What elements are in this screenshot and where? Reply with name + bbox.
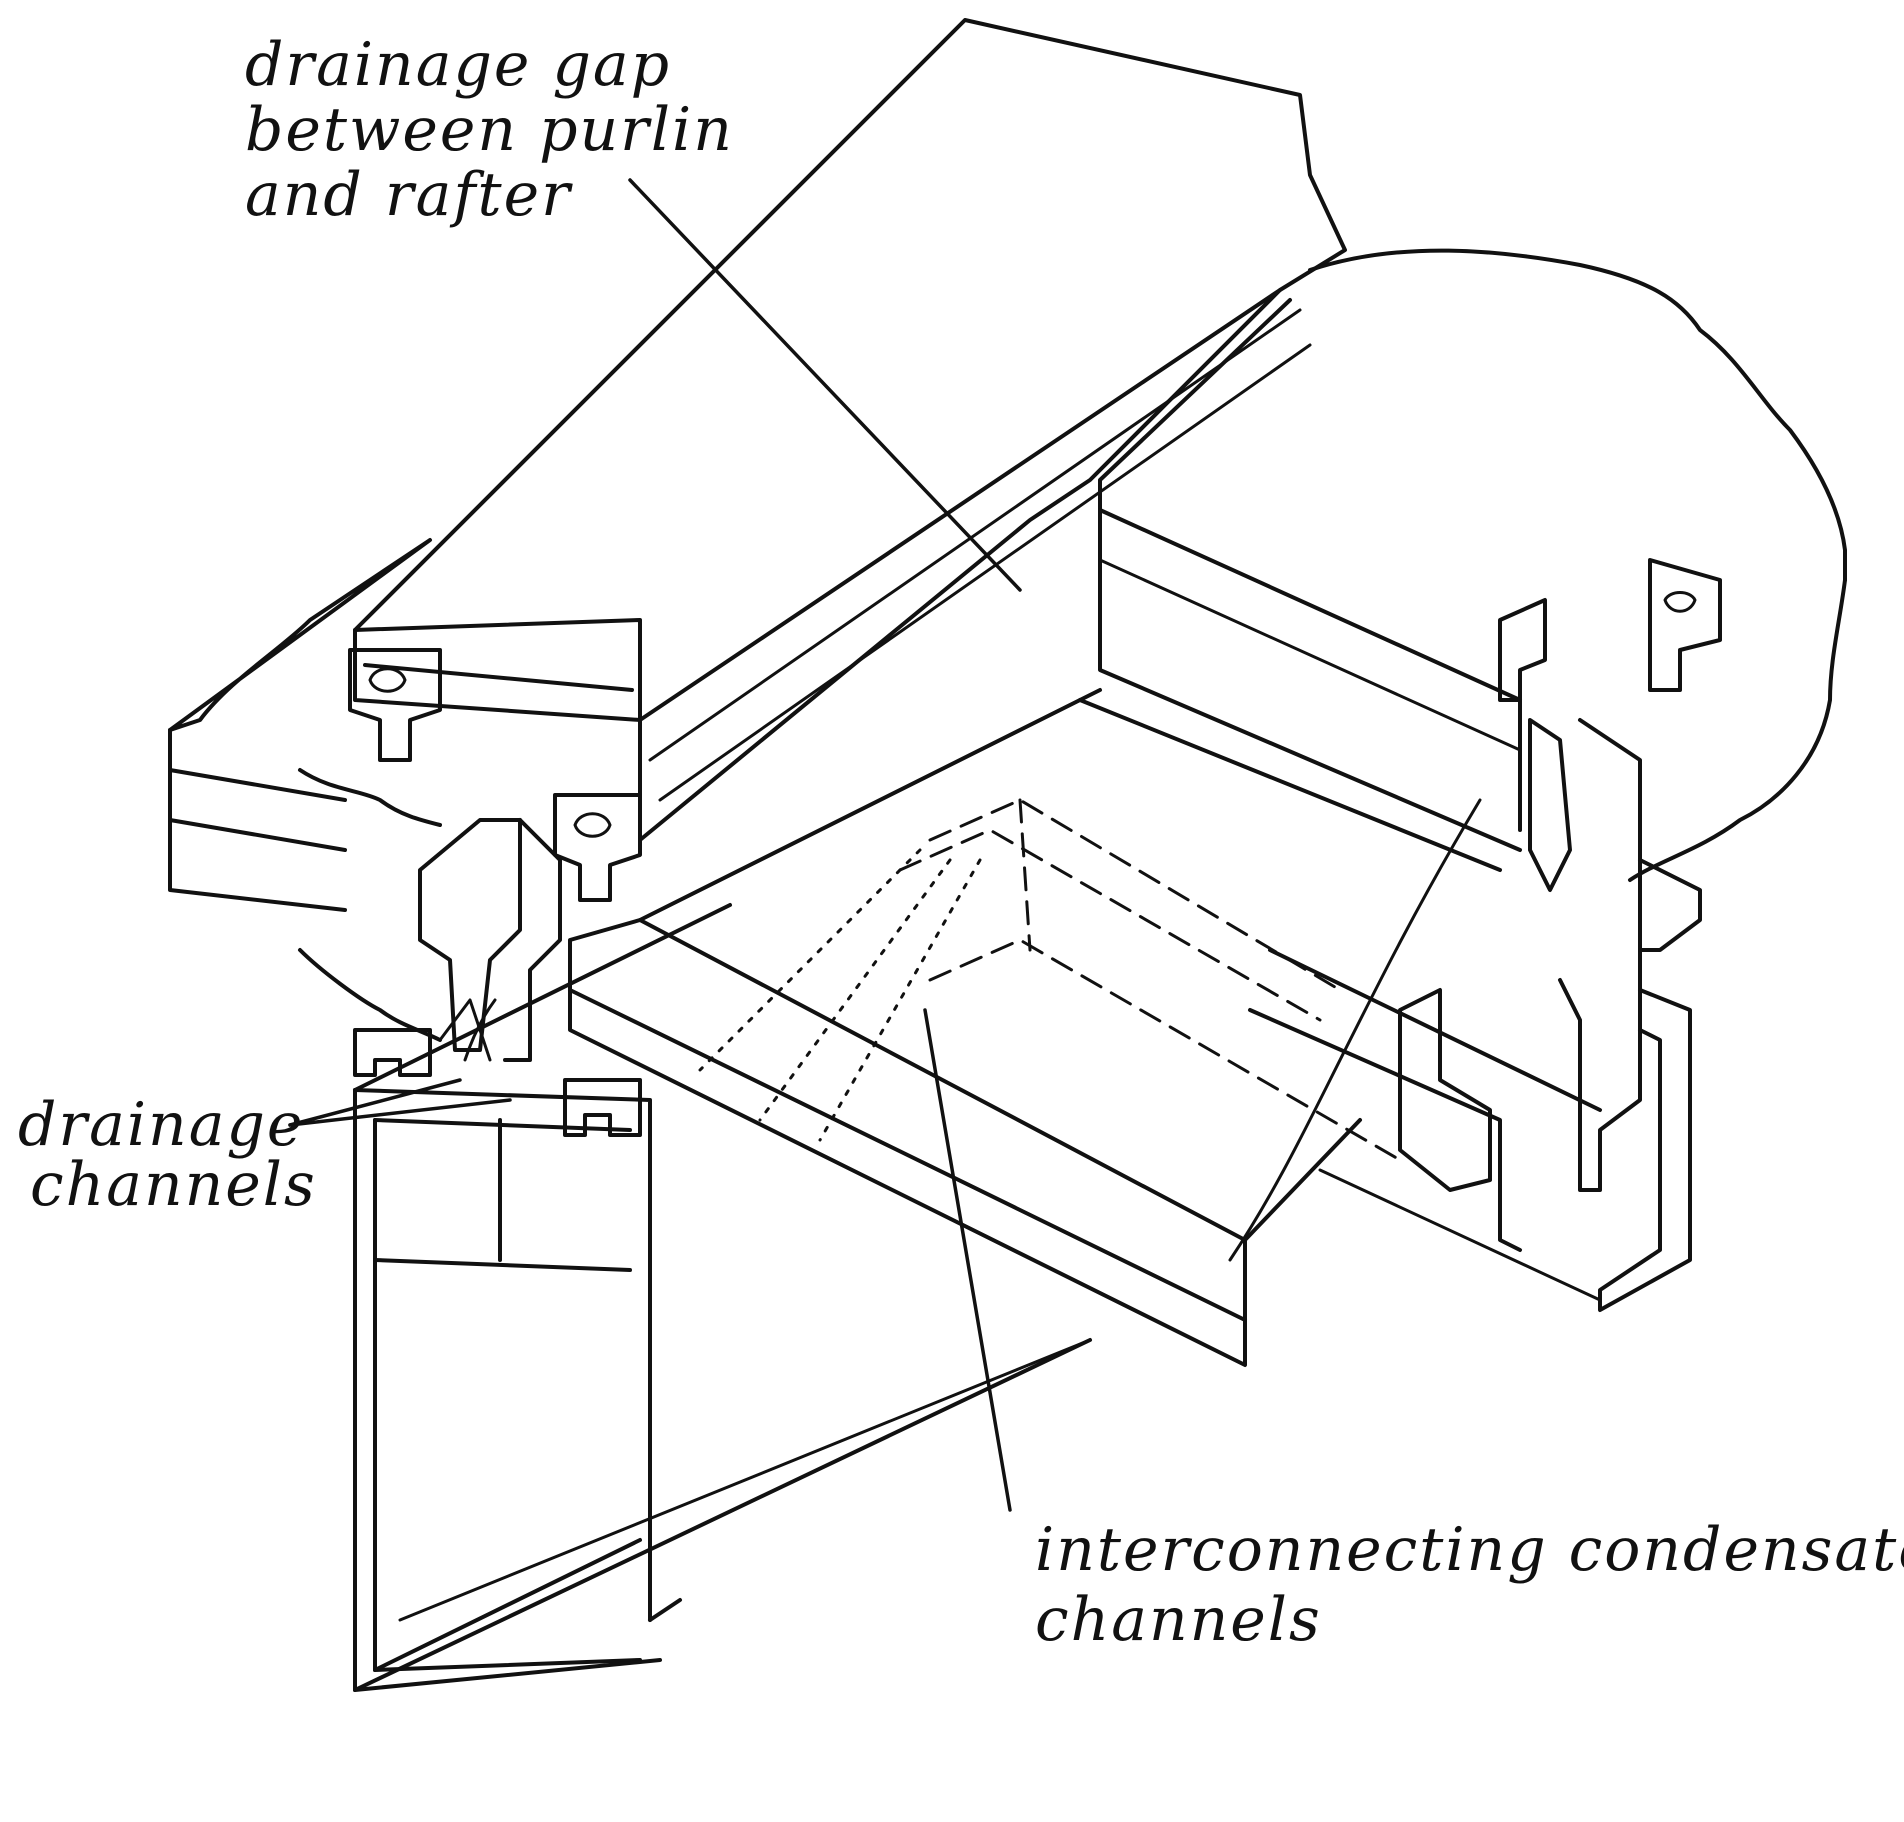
hidden-condensate-channels	[698, 798, 1402, 1162]
section-cut-line	[1228, 798, 1482, 1262]
leader-drainage-gap	[628, 178, 1022, 592]
label-drainage-gap: drainage gap between purlin and rafter	[245, 30, 755, 230]
label-drainage-channels: drainage channels	[18, 1090, 325, 1220]
purlin-lower-right	[1248, 718, 1702, 1312]
label-drainage-channels-line1: drainage	[18, 1090, 304, 1160]
gasket-profiles-left	[348, 648, 642, 1137]
label-condensate-channels: interconnecting condensate channels	[1035, 1515, 1904, 1655]
glazing-panel-left	[168, 538, 442, 1042]
label-drainage-gap-line3: and rafter	[245, 160, 573, 230]
rafter-box-section	[353, 903, 1092, 1692]
label-condensate-channels-line1: interconnecting condensate	[1035, 1515, 1904, 1585]
label-drainage-gap-line1: drainage gap	[245, 30, 671, 100]
label-drainage-channels-line2: channels	[30, 1150, 317, 1220]
leader-condensate-channels	[923, 1008, 1012, 1512]
leader-drainage-channel-1	[288, 1078, 462, 1127]
pressure-caps-right	[1498, 558, 1722, 702]
transom-section	[568, 688, 1362, 1367]
rafter-top-section	[353, 18, 1347, 842]
glazing-panel-right	[1078, 248, 1847, 882]
label-condensate-channels-line2: channels	[1035, 1585, 1322, 1655]
leader-drainage-channel-2	[288, 1098, 512, 1127]
label-drainage-gap-line2: between purlin	[245, 95, 734, 165]
